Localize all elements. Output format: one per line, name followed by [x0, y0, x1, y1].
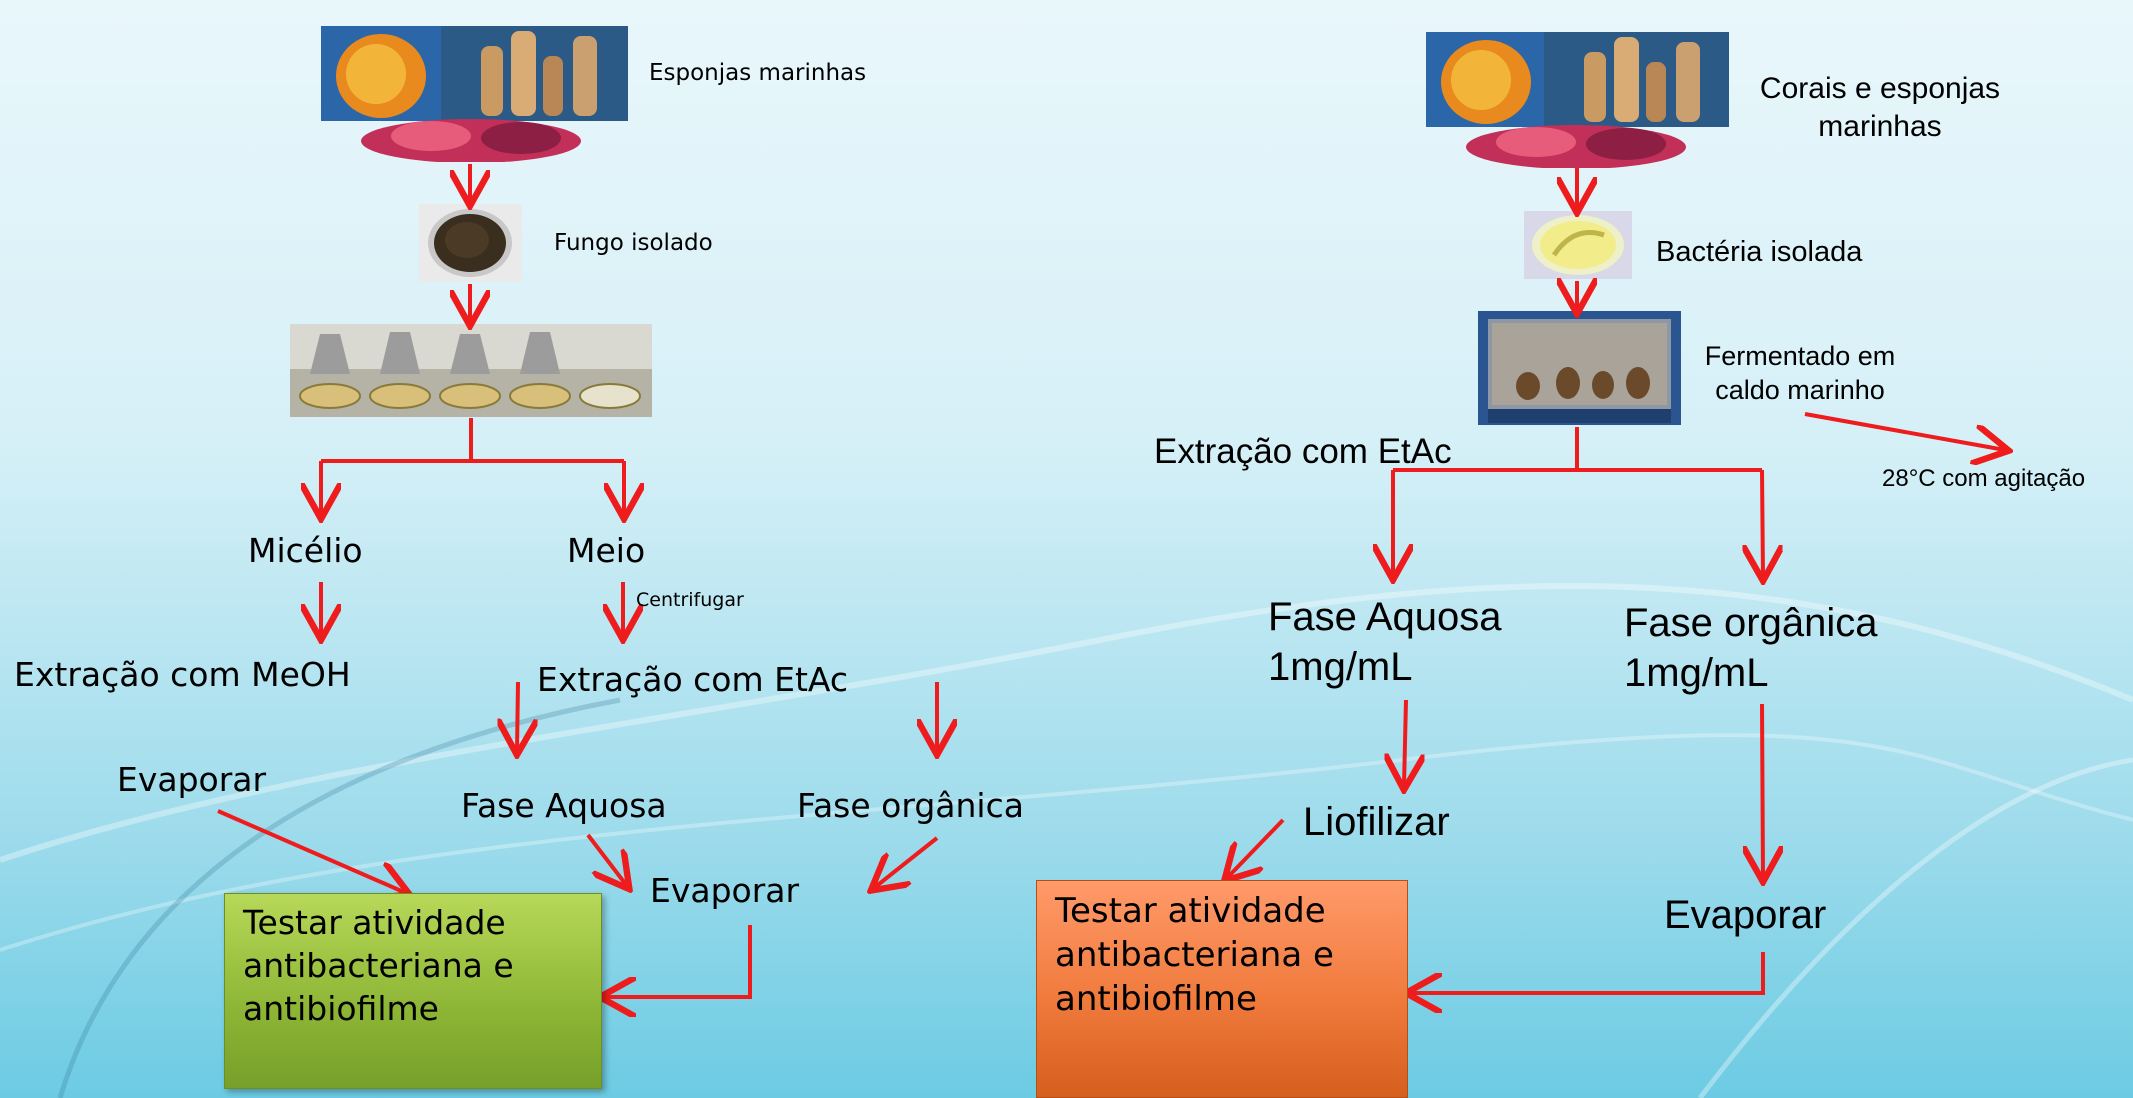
right-extract-etac: Extração com EtAc [1154, 432, 1452, 471]
left-extract-etac: Extração com EtAc [537, 660, 849, 699]
culture-flasks-photo [290, 324, 652, 417]
fermenter-incubator-photo [1478, 311, 1681, 425]
bacteria-plate-photo [1524, 211, 1632, 279]
left-test-activity-box: Testar atividade antibacteriana e antibi… [224, 893, 602, 1089]
right-ferment-label: Fermentado em caldo marinho [1704, 341, 1896, 405]
right-lyophilize: Liofilizar [1303, 800, 1450, 844]
right-test-activity-box: Testar atividade antibacteriana e antibi… [1036, 880, 1408, 1098]
left-source-label: Esponjas marinhas [649, 60, 867, 86]
left-isolate-label: Fungo isolado [554, 230, 713, 256]
left-centrifuge-label: Centrifugar [636, 589, 744, 611]
right-phase-aqueous: Fase Aquosa 1mg/mL [1268, 595, 1502, 689]
left-phase-organic: Fase orgânica [797, 786, 1024, 825]
right-isolate-label: Bactéria isolada [1656, 236, 1863, 268]
left-branch-medium: Meio [567, 531, 646, 570]
left-phase-aqueous: Fase Aquosa [461, 786, 667, 825]
right-phase-organic: Fase orgânica 1mg/mL [1624, 601, 1878, 695]
right-temperature-label: 28°C com agitação [1882, 465, 2086, 492]
right-source-label: Corais e esponjas marinhas [1759, 72, 2001, 143]
right-evaporate: Evaporar [1664, 893, 1827, 937]
coral-sponge-photo-right [1426, 32, 1729, 168]
left-extract-meoh: Extração com MeOH [14, 655, 351, 694]
left-evaporate-b: Evaporar [650, 871, 800, 910]
left-evaporate-a: Evaporar [117, 760, 267, 799]
fungus-petri-photo [419, 204, 522, 282]
left-branch-mycelium: Micélio [248, 531, 363, 570]
sponge-photo-left [321, 26, 628, 162]
